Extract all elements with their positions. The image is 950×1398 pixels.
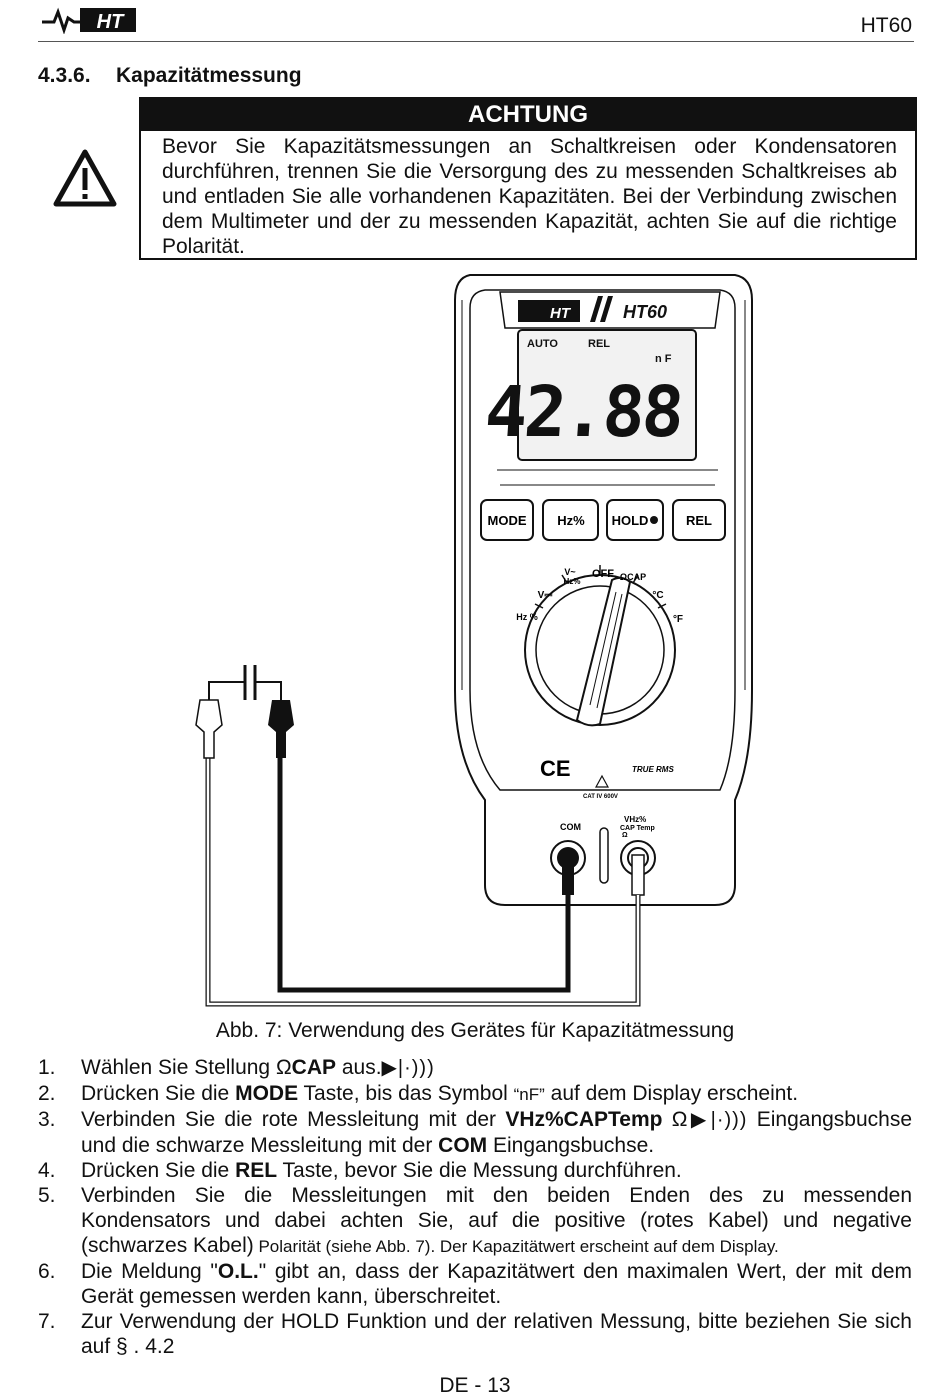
com-label: COM bbox=[560, 822, 581, 832]
diode-buzzer-icon: ▶|·))) bbox=[687, 1109, 748, 1131]
svg-text:Hz%: Hz% bbox=[557, 513, 585, 528]
device-model: HT60 bbox=[623, 302, 667, 322]
step-1: 1.Wählen Sie Stellung ΩCAP aus.▶|·))) bbox=[38, 1056, 435, 1079]
ce-mark: CE bbox=[540, 756, 571, 781]
dial-hz-left: Hz % bbox=[516, 612, 538, 622]
step-2: 2.Drücken Sie die MODE Taste, bis das Sy… bbox=[38, 1082, 799, 1105]
ht-logo: HT bbox=[42, 7, 136, 34]
input-label-1: VHz% bbox=[624, 815, 646, 824]
dial-celsius: °C bbox=[652, 590, 663, 601]
warning-text: Bevor Sie Kapazitätsmessungen an Schaltk… bbox=[162, 135, 897, 258]
dial-ohm-cap: ΩCAP bbox=[620, 572, 646, 582]
dial-vac: V~ bbox=[564, 567, 575, 577]
header-divider bbox=[38, 41, 914, 42]
section-title: 4.3.6. Kapazitätmessung bbox=[38, 64, 302, 88]
dial-vdc: V⎓ bbox=[538, 590, 553, 601]
logo-text: HT bbox=[97, 11, 125, 33]
diode-buzzer-icon: ▶|·))) bbox=[381, 1057, 435, 1079]
hz-button: Hz% bbox=[542, 499, 599, 541]
dial-hz-top: Hz% bbox=[564, 577, 581, 586]
figure-caption: Abb. 7: Verwendung des Gerätes für Kapaz… bbox=[215, 1019, 735, 1042]
cat-warning-icon bbox=[594, 774, 610, 788]
input-label-3: Ω bbox=[622, 832, 628, 839]
steps-list: 1.Wählen Sie Stellung ΩCAP aus.▶|·))) 2.… bbox=[38, 1055, 912, 1359]
true-rms-label: TRUE RMS bbox=[632, 765, 674, 774]
svg-text:MODE: MODE bbox=[488, 513, 527, 528]
step-3: 3.Verbinden Sie die rote Messleitung mit… bbox=[38, 1108, 913, 1157]
display-rel: REL bbox=[588, 338, 610, 350]
warning-triangle-icon bbox=[53, 149, 117, 207]
rel-button: REL bbox=[672, 499, 726, 541]
input-label-2: CAP Temp bbox=[620, 825, 655, 832]
step-6: 6.Die Meldung "O.L." gibt an, dass der K… bbox=[38, 1260, 912, 1308]
svg-text:REL: REL bbox=[686, 513, 712, 528]
cat-label: CAT IV 600V bbox=[583, 794, 618, 800]
step-7: 7.Zur Verwendung der HOLD Funktion und d… bbox=[38, 1310, 912, 1358]
dial-off: OFF bbox=[592, 568, 614, 580]
device-brand: HT bbox=[550, 305, 572, 322]
doc-code: HT60 bbox=[860, 14, 912, 37]
svg-text:HOLD: HOLD bbox=[612, 513, 649, 528]
dial-fahrenheit: °F bbox=[673, 614, 683, 625]
warning-box: ACHTUNG Bevor Sie Kapazitätsmessungen an… bbox=[139, 97, 917, 260]
section-number: 4.3.6. bbox=[38, 64, 91, 87]
step-4: 4.Drücken Sie die REL Taste, bevor Sie d… bbox=[38, 1159, 682, 1182]
display-unit: n F bbox=[655, 353, 672, 365]
warning-heading: ACHTUNG bbox=[141, 99, 915, 131]
mode-button: MODE bbox=[480, 499, 534, 541]
multimeter-figure: HT HT60 AUTO REL n F 42.88 MODE Hz% HOLD… bbox=[195, 274, 753, 1007]
step-5: 5.Verbinden Sie die Messleitungen mit de… bbox=[38, 1184, 912, 1257]
display-value: 42.88 bbox=[482, 371, 683, 453]
page-number: DE - 13 bbox=[439, 1374, 511, 1397]
section-heading: Kapazitätmessung bbox=[116, 64, 302, 87]
hold-button: HOLD bbox=[606, 499, 664, 541]
display-auto: AUTO bbox=[527, 338, 558, 350]
capacitor-symbol bbox=[243, 665, 257, 700]
